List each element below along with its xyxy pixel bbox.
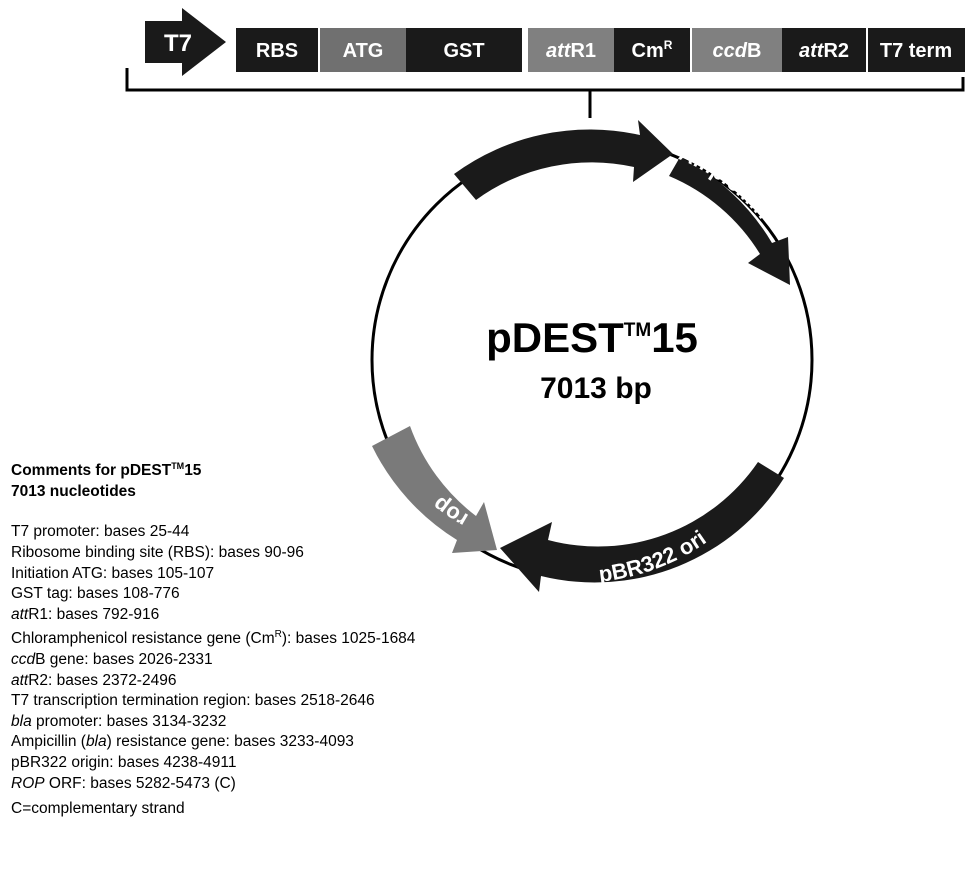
block-t7-term-label: T7 term bbox=[880, 40, 952, 62]
pbr322-ori-arrow bbox=[500, 462, 784, 592]
cassette-backbone-line bbox=[125, 68, 965, 92]
block-cmr-label: CmR bbox=[632, 38, 673, 62]
feature-line-pbr322-origin: pBR322 origin: bases 4238-4911 bbox=[11, 754, 237, 772]
block-t7-term: T7 term bbox=[868, 28, 965, 72]
block-gst: GST bbox=[406, 28, 522, 72]
feature-line-cmr: Chloramphenicol resistance gene (CmR): b… bbox=[11, 629, 416, 648]
feature-line-atg: Initiation ATG: bases 105-107 bbox=[11, 564, 215, 582]
block-ccdb: ccdB bbox=[692, 28, 782, 72]
block-atg: ATG bbox=[320, 28, 406, 72]
feature-line-rbs: Ribosome binding site (RBS): bases 90-96 bbox=[11, 543, 304, 561]
block-cmr: CmR bbox=[614, 28, 690, 72]
feature-line-ccdb: ccdB gene: bases 2026-2331 bbox=[11, 651, 213, 669]
expression-cassette: T7 RBS ATG GST attR1 CmR ccdB att bbox=[125, 8, 965, 118]
cassette-insert-arrow bbox=[454, 120, 673, 200]
plasmid-size: 7013 bp bbox=[540, 372, 652, 405]
comments-subtitle: 7013 nucleotides bbox=[11, 482, 136, 500]
block-attr1: attR1 bbox=[528, 28, 614, 72]
feature-line-t7-promoter: T7 promoter: bases 25-44 bbox=[11, 523, 190, 541]
comments-section: Comments for pDESTTM15 7013 nucleotides … bbox=[11, 456, 631, 820]
feature-line-ampicillin: Ampicillin (bla) resistance gene: bases … bbox=[11, 733, 354, 751]
feature-line-bla-promoter: bla promoter: bases 3134-3232 bbox=[11, 712, 227, 730]
rop-arrow bbox=[372, 426, 497, 553]
block-attr1-label: attR1 bbox=[546, 40, 596, 62]
feature-line-attr1: attR1: bases 792-916 bbox=[11, 605, 160, 623]
footnote: C=complementary strand bbox=[11, 800, 185, 818]
block-attr2: attR2 bbox=[782, 28, 866, 72]
block-gst-label: GST bbox=[443, 40, 484, 62]
feature-line-rop: ROP ORF: bases 5282-5473 (C) bbox=[11, 774, 236, 792]
comments-title: Comments for pDESTTM15 bbox=[11, 461, 202, 480]
feature-line-t7-term: T7 transcription termination region: bas… bbox=[11, 692, 375, 710]
block-attr2-label: attR2 bbox=[799, 40, 849, 62]
plasmid-name: pDESTTM15 bbox=[486, 314, 698, 361]
feature-line-attr2: attR2: bases 2372-2496 bbox=[11, 671, 177, 689]
t7-promoter-arrow-shape bbox=[145, 8, 226, 76]
block-rbs: RBS bbox=[236, 28, 318, 72]
block-rbs-label: RBS bbox=[256, 40, 298, 62]
ampicillin-arrow bbox=[669, 157, 790, 285]
block-atg-label: ATG bbox=[343, 40, 384, 62]
t7-promoter-arrow: T7 bbox=[145, 8, 226, 76]
t7-promoter-label: T7 bbox=[164, 30, 192, 57]
feature-line-gst: GST tag: bases 108-776 bbox=[11, 585, 180, 603]
block-ccdb-label: ccdB bbox=[713, 40, 762, 62]
